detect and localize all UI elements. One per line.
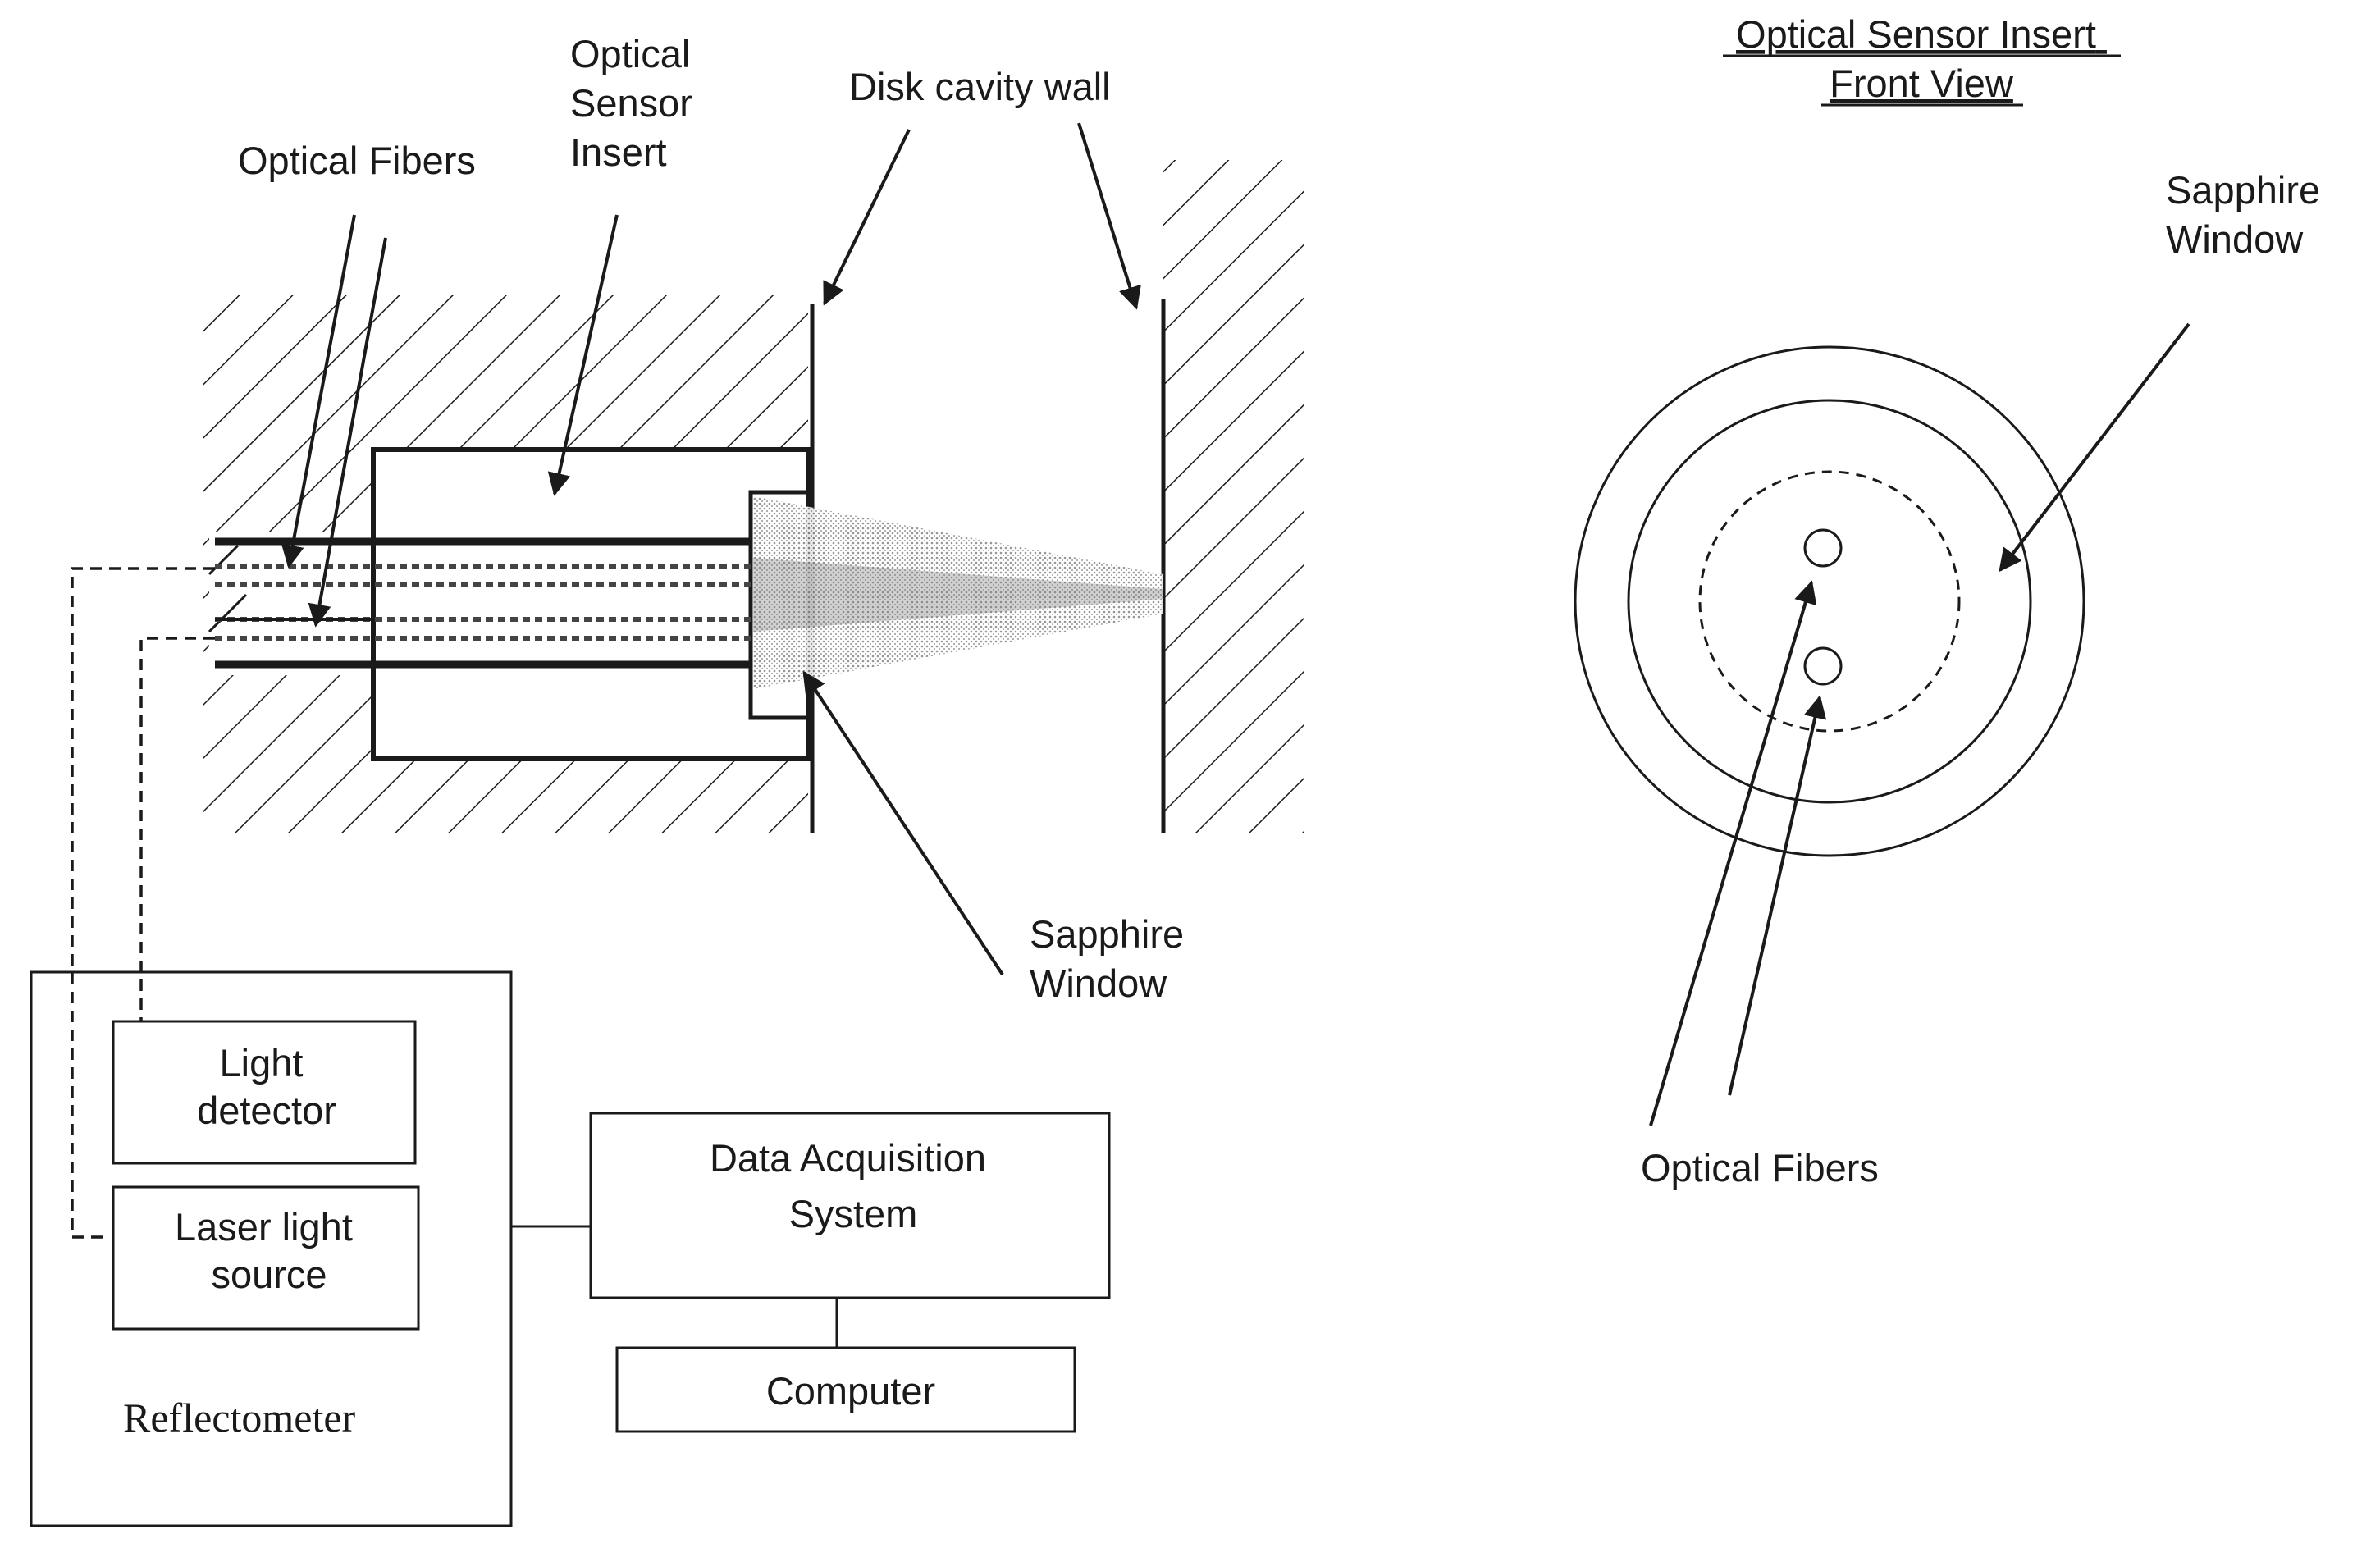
sapphire-window-arrow-side [802, 670, 1004, 976]
light-detector-label-line-1: Light [220, 1041, 304, 1085]
light-detector-label: Light detector [197, 1041, 336, 1132]
optical-fibers-arrow-2 [308, 237, 387, 628]
light-detector-label-line-2: detector [197, 1089, 336, 1132]
disk-cavity-wall-arrow-right [1077, 122, 1141, 310]
computer-box [615, 1346, 1076, 1433]
front-view-title: Optical Sensor Insert Front View [1736, 12, 2107, 105]
sapphire-window-label-front: Sapphire Window [2166, 168, 2331, 261]
fiber-core-bottom [1803, 646, 1843, 686]
data-acquisition-box [589, 1112, 1111, 1299]
laser-light-source-box [112, 1185, 420, 1331]
laser-light-source-label-line-2: source [211, 1253, 327, 1296]
sapphire-window-label-side: Sapphire Window [1030, 912, 1195, 1005]
sapphire-window-label-side-line-1: Sapphire [1030, 912, 1184, 956]
detector-fiber-link [139, 637, 215, 1021]
light-detector-box [112, 1020, 417, 1165]
reflectometer-box [30, 970, 513, 1527]
optical-fibers-label: Optical Fibers [238, 139, 476, 182]
front-fiber-arrow-1 [1649, 580, 1817, 1126]
disk-cavity-wall-arrow-left [823, 129, 911, 306]
insert-outer-circle [1574, 345, 2085, 857]
front-view-title-line-2: Front View [1830, 62, 2014, 105]
left-wall-hatching [203, 295, 808, 833]
light-beam-core [753, 558, 1163, 632]
optical-sensor-insert-arrow [547, 214, 619, 496]
reflectometer-label: Reflectometer [123, 1395, 356, 1441]
optical-fibers-arrow-1 [281, 214, 356, 569]
sapphire-window-label-front-line-2: Window [2166, 217, 2304, 261]
optical-sensor-insert [371, 447, 811, 761]
sapphire-window-label-side-line-2: Window [1030, 961, 1167, 1005]
right-wall-hatching [1163, 160, 1304, 833]
laser-light-source-label-line-1: Laser light [175, 1205, 353, 1249]
fiber-core-top [1803, 528, 1843, 568]
side-view: Optical Fibers Optical Sensor Insert Dis… [71, 32, 1304, 1239]
laser-light-source-label: Laser light source [175, 1205, 363, 1296]
sapphire-window-label-front-line-1: Sapphire [2166, 168, 2320, 212]
front-view-title-line-1: Optical Sensor Insert [1736, 12, 2096, 56]
optical-sensor-insert-label-line-2: Sensor [570, 81, 692, 125]
optical-sensor-insert-label-line-1: Optical [570, 32, 690, 75]
sapphire-window-arrow-front [1999, 322, 2190, 573]
hatch-mask-fibers [209, 532, 381, 675]
data-acquisition-label-line-1: Data Acquisition [710, 1136, 986, 1180]
light-beam [753, 496, 1163, 689]
data-acquisition-label-line-2: System [789, 1192, 918, 1235]
optical-sensor-insert-label: Optical Sensor Insert [570, 32, 703, 174]
sapphire-window-circle [1627, 399, 2032, 804]
computer-label: Computer [766, 1369, 935, 1413]
fiber-bundle-dashed-circle [1698, 470, 1961, 733]
laser-fiber-link [71, 567, 215, 1239]
optical-fibers-side [215, 537, 751, 669]
optical-fibers-label-front: Optical Fibers [1641, 1146, 1879, 1190]
disk-cavity-wall-label: Disk cavity wall [849, 65, 1111, 108]
system-blocks: Light detector Laser light source Reflec… [30, 970, 1111, 1527]
optical-sensor-insert-label-line-3: Insert [570, 130, 667, 174]
data-acquisition-label: Data Acquisition System [710, 1136, 997, 1235]
front-view: Optical Sensor Insert Front View Sapphir… [1574, 12, 2331, 1190]
front-fiber-arrow-2 [1728, 695, 1827, 1096]
